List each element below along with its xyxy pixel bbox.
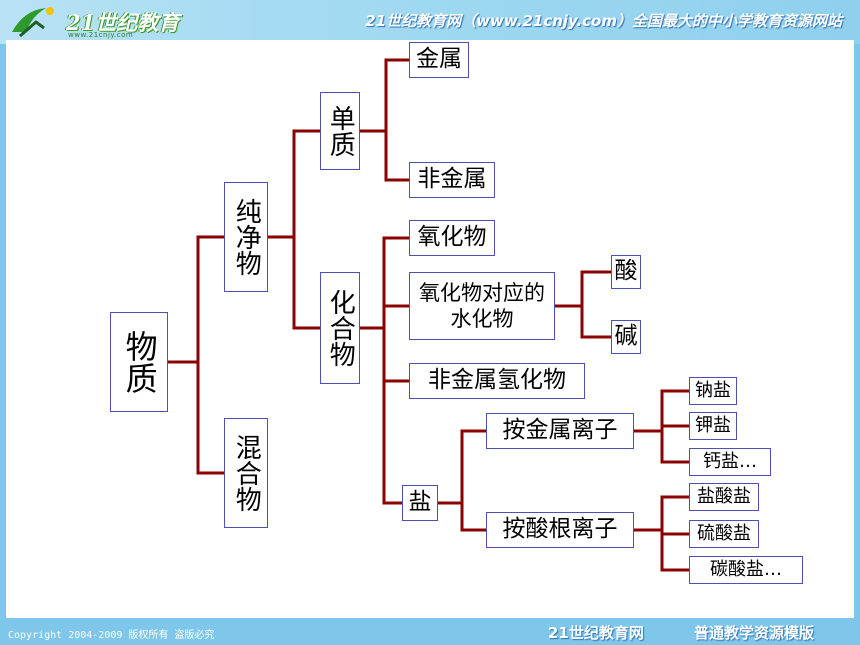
footer-template-name: 普通教学资源模版 (694, 624, 815, 642)
node-base: 碱 (611, 320, 641, 354)
node-sodium-salt: 钠盐 (689, 377, 737, 405)
node-salt: 盐 (402, 485, 438, 521)
node-metal: 金属 (409, 42, 469, 78)
node-sulfate-salt: 硫酸盐 (689, 520, 759, 548)
node-acid: 酸 (611, 255, 641, 289)
logo-text: 21世纪教育 (66, 10, 180, 35)
header-slogan: 21世纪教育网（www.21cnjy.com）全国最大的中小学教育资源网站 (365, 12, 842, 30)
node-potassium-salt: 钾盐 (689, 412, 737, 440)
node-compound: 化合物 (320, 272, 360, 384)
node-oxide-hydrate: 氧化物对应的水化物 (409, 272, 555, 340)
node-by-acid-radical: 按酸根离子 (486, 512, 634, 548)
node-calcium-salt: 钙盐… (689, 448, 771, 476)
node-carbonate-salt: 碳酸盐… (689, 556, 803, 584)
footer-site-name[interactable]: 21世纪教育网 (548, 624, 644, 642)
node-mixture: 混合物 (224, 418, 268, 528)
node-pure-substance: 纯净物 (224, 182, 268, 292)
node-by-metal-ion: 按金属离子 (486, 413, 634, 449)
bracket-connector (266, 129, 322, 330)
site-logo[interactable]: 21世纪教育 www.21cnjy.com (6, 2, 186, 42)
node-element: 单质 (320, 92, 360, 170)
node-substance: 物质 (110, 312, 168, 412)
node-nonmetal: 非金属 (409, 162, 495, 198)
bracket-connector (358, 58, 411, 182)
bracket-connector (553, 270, 613, 339)
bracket-connector (632, 389, 691, 464)
node-oxide: 氧化物 (409, 220, 495, 256)
footer-copyright: Copyright 2004-2009 版权所有 盗版必究 (8, 630, 215, 641)
footer-bar: Copyright 2004-2009 版权所有 盗版必究 21世纪教育网 普通… (0, 618, 860, 645)
diagram-connectors (166, 58, 691, 572)
bracket-connector (166, 235, 226, 475)
header-banner: 21世纪教育 www.21cnjy.com 21世纪教育网（www.21cnjy… (0, 0, 860, 44)
bracket-connector (632, 495, 691, 572)
node-chloride-salt: 盐酸盐 (689, 483, 759, 511)
bracket-connector (358, 236, 411, 505)
logo-subtitle: www.21cnjy.com (68, 31, 134, 39)
node-nonmetal-hydride: 非金属氢化物 (409, 363, 585, 399)
slide-content: 物质 纯净物 混合物 单质 化合物 金属 非金属 氧化物 氧化物对应的水化物 酸… (6, 40, 854, 618)
bracket-connector (436, 429, 488, 532)
runner-logo-icon (12, 7, 54, 38)
